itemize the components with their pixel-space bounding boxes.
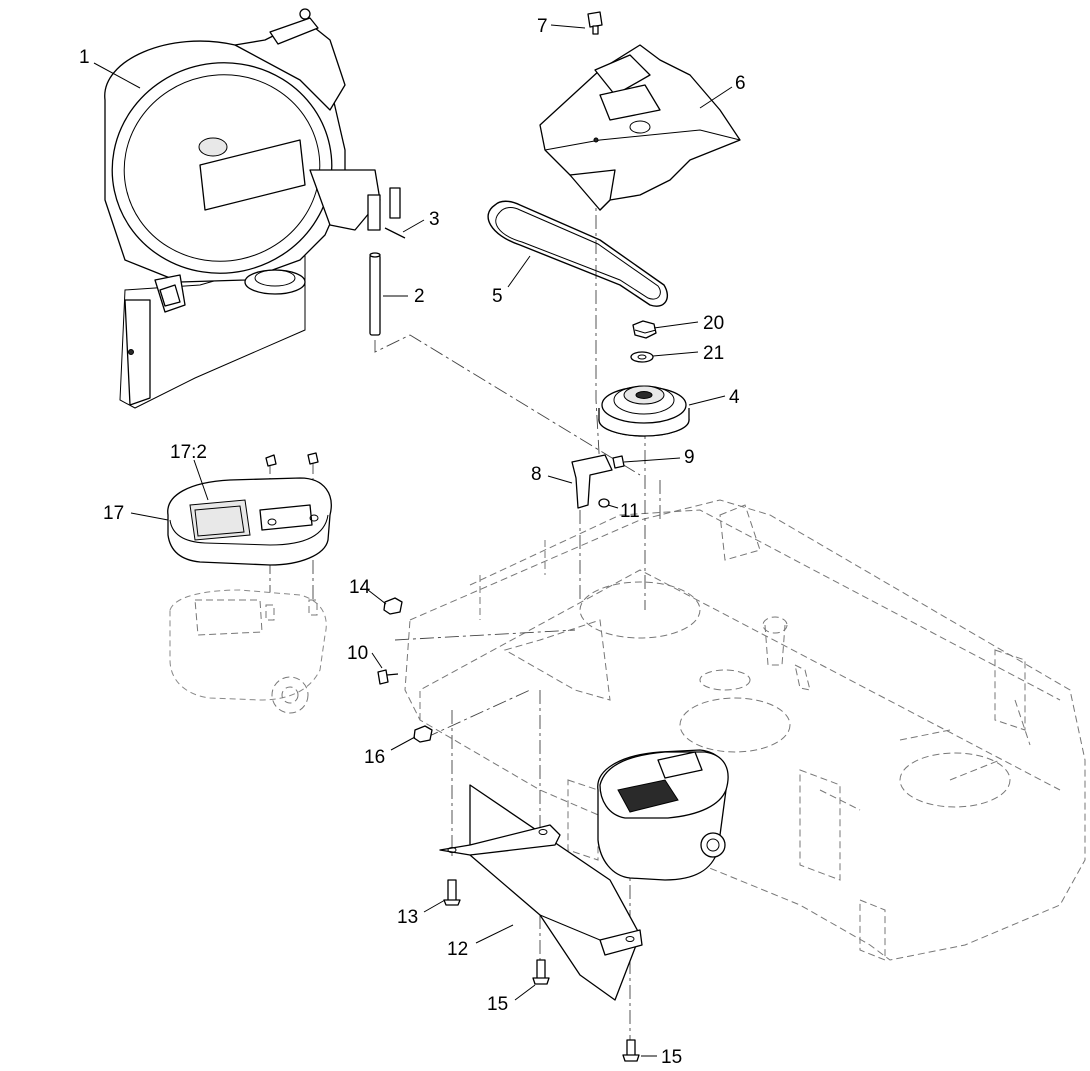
part-10-bolt [377, 669, 399, 685]
part-12-baffle [439, 784, 643, 1001]
part-1-discharge-housing [104, 8, 401, 409]
callout-12: 12 [447, 939, 468, 960]
part-15-bolt-lower [622, 1039, 640, 1062]
part-17-cover [167, 452, 332, 566]
callout-4: 4 [729, 387, 740, 408]
part-20-nut [632, 320, 657, 339]
callout-9: 9 [684, 447, 695, 468]
battery-box-installed [597, 749, 729, 881]
part-8-bracket [571, 454, 613, 509]
callout-15b: 15 [661, 1047, 682, 1068]
callout-20: 20 [703, 313, 724, 334]
part-4-pulley [598, 385, 690, 437]
part-9-clip [612, 455, 625, 469]
part-15-bolt-upper [532, 959, 550, 985]
reference-battery-box-left [169, 589, 327, 714]
callout-17: 17 [103, 503, 124, 524]
part-2-rod [369, 252, 381, 336]
callout-7: 7 [537, 16, 548, 37]
callout-5: 5 [492, 286, 503, 307]
callout-15a: 15 [487, 994, 508, 1015]
callout-labels: 1 2 3 4 5 6 7 8 9 10 11 12 13 14 15 15 1… [79, 16, 746, 1068]
part-5-belt [487, 200, 668, 307]
part-6-belt-cover [539, 44, 741, 211]
callout-1: 1 [79, 47, 90, 68]
callout-10: 10 [347, 643, 368, 664]
part-11-nut [598, 498, 610, 508]
part-16-nut [413, 725, 433, 743]
part-7-knob [587, 11, 603, 35]
callout-6: 6 [735, 73, 746, 94]
part-3-pin [384, 227, 406, 239]
callout-21: 21 [703, 343, 724, 364]
leader-lines [93, 24, 733, 1057]
part-13-bolt [443, 879, 461, 906]
callout-17-2: 17:2 [170, 442, 207, 463]
mower-deck [404, 499, 1086, 961]
callout-11: 11 [620, 501, 640, 522]
part-14-nut [383, 597, 403, 615]
callout-16: 16 [364, 747, 385, 768]
callout-8: 8 [531, 464, 542, 485]
callout-3: 3 [429, 209, 440, 230]
callout-2: 2 [414, 286, 425, 307]
part-21-washer [630, 351, 654, 363]
callout-14: 14 [349, 577, 371, 598]
callout-13: 13 [397, 907, 418, 928]
